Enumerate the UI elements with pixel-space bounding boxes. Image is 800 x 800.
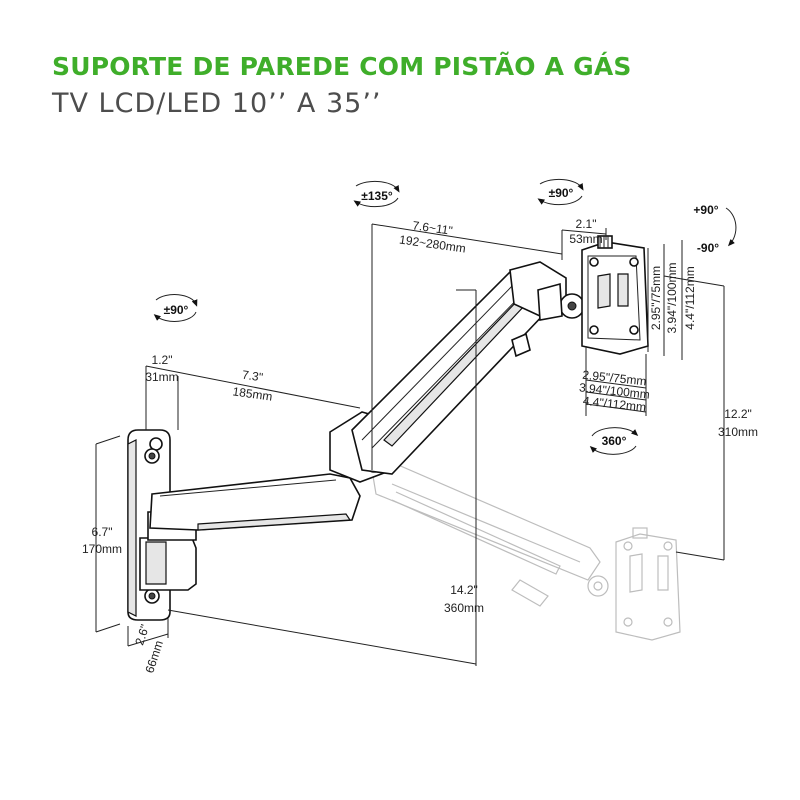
rotation-wall-badge: ±90°: [153, 294, 198, 322]
head-depth-mm: 53mm: [569, 232, 602, 246]
upper-arm-length-inch: 7.6~11": [412, 218, 454, 237]
head-depth-inch: 2.1": [576, 217, 597, 231]
vesa-vertical-75: 2.95"/75mm: [649, 266, 663, 330]
wall-plate-height-inch: 6.7": [92, 525, 113, 539]
rotation-arm-badge: ±135°: [353, 180, 400, 208]
dimension-lines: [95, 223, 725, 666]
upper-gas-arm: [351, 269, 549, 475]
base-depth-mm: 31mm: [145, 370, 178, 384]
rotation-plate-label: 360°: [602, 434, 627, 448]
height-adjust-mm: 310mm: [718, 425, 758, 439]
rotation-head-badge: ±90°: [537, 178, 584, 206]
rotation-arm-label: ±135°: [361, 189, 393, 203]
product-subtitle: TV LCD/LED 10’’ A 35’’: [52, 88, 382, 119]
rotation-wall-label: ±90°: [164, 303, 189, 317]
head-joint: [509, 261, 585, 321]
tilt-down-label: -90°: [697, 241, 719, 255]
max-reach-inch: 14.2": [450, 583, 478, 597]
vesa-plate: [581, 235, 649, 355]
tilt-badge: +90° -90°: [693, 203, 737, 255]
wall-plate-width-inch: 2.6": [132, 623, 152, 647]
product-title: SUPORTE DE PAREDE COM PISTÃO A GÁS: [52, 52, 632, 81]
vesa-horizontal-112: 4.4"/112mm: [582, 394, 647, 415]
rotation-plate-badge: 360°: [589, 427, 639, 455]
lower-arm: [149, 473, 361, 531]
wall-plate-height-mm: 170mm: [82, 542, 122, 556]
vesa-vertical-112: 4.4"/112mm: [683, 266, 697, 329]
base-depth-inch: 1.2": [152, 353, 173, 367]
max-reach-mm: 360mm: [444, 601, 484, 615]
rotation-head-label: ±90°: [549, 186, 574, 200]
lower-arm-length-inch: 7.3": [241, 368, 264, 385]
tilt-up-label: +90°: [693, 203, 718, 217]
height-adjust-inch: 12.2": [724, 407, 752, 421]
lower-arm-length-mm: 185mm: [232, 384, 274, 403]
vesa-horizontal-75: 2.95"/75mm: [582, 368, 647, 389]
upper-arm-length-mm: 192~280mm: [398, 232, 466, 255]
ghost-lowered-arm: [371, 457, 681, 641]
vesa-vertical-100: 3.94"/100mm: [665, 263, 679, 334]
